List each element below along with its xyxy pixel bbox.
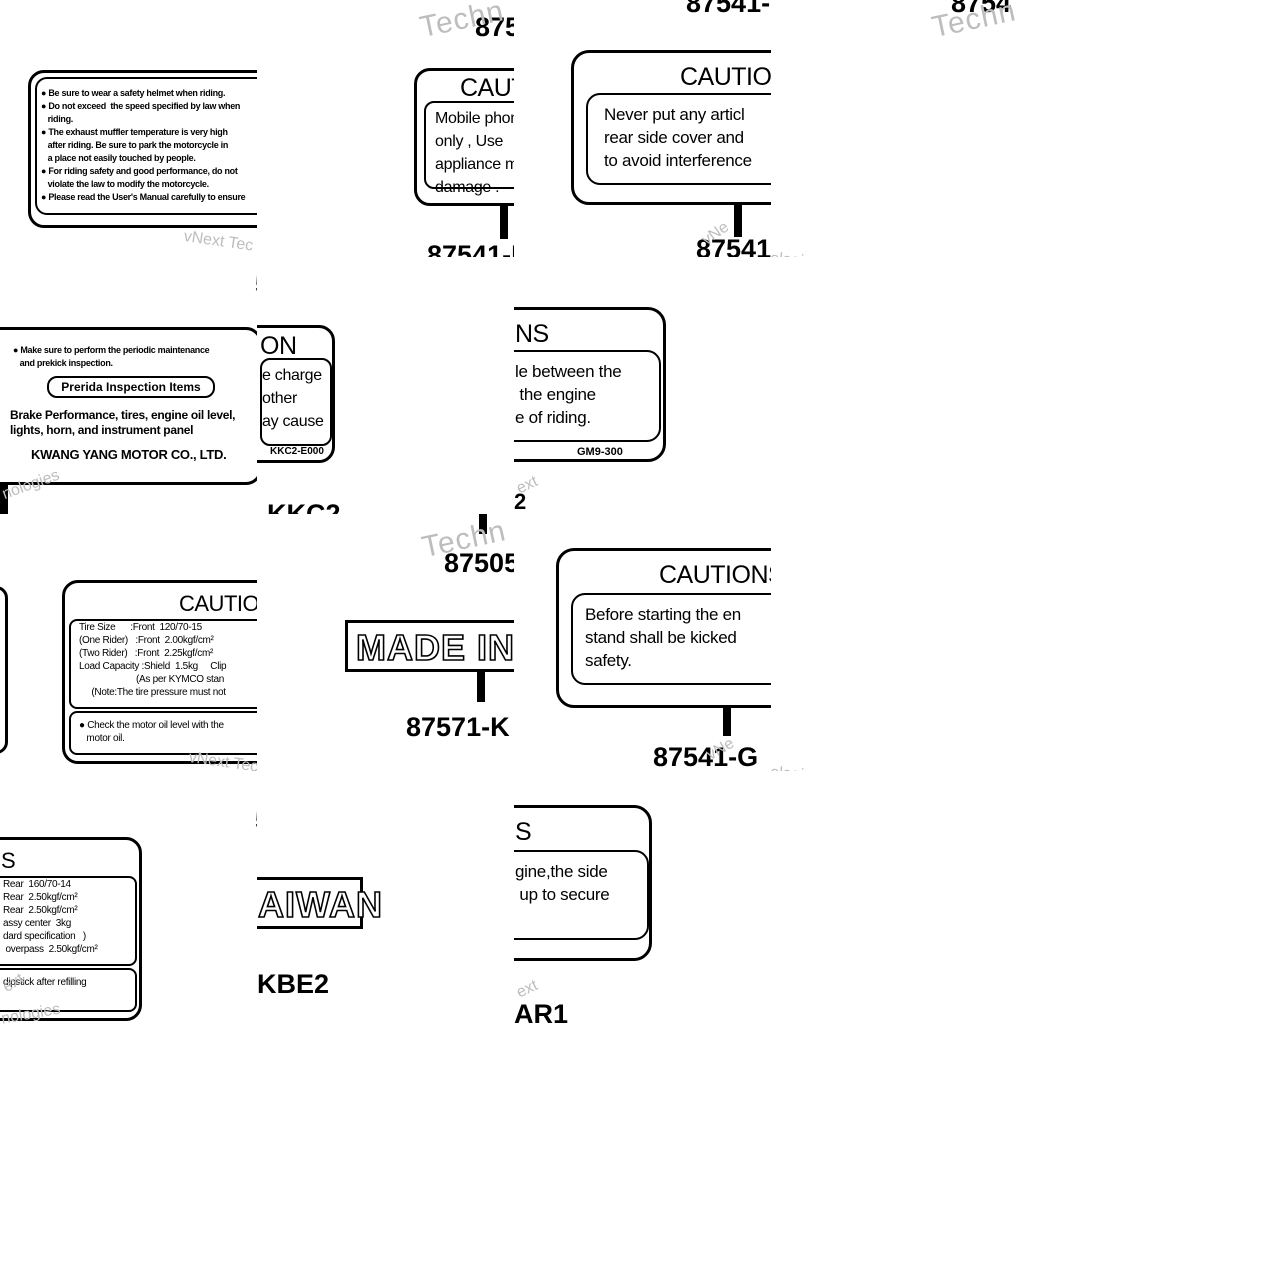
tile-made-in-label-part: AIWAN KBE2 bbox=[257, 771, 514, 1028]
tile-inspection-label: ● Make sure to perform the periodic main… bbox=[0, 257, 257, 514]
mobile-phone-label-inner bbox=[424, 101, 514, 189]
side-stand-label-inner bbox=[571, 593, 771, 685]
rear-side-label-title: NS bbox=[515, 320, 549, 348]
tile-side-stand-label-part: S gine,the side up to secure AR1 ext bbox=[514, 771, 771, 1028]
tire-spec-box bbox=[69, 619, 257, 709]
part-number-label: 87541-G bbox=[653, 742, 759, 771]
watermark-text: vNext Tec bbox=[182, 228, 255, 255]
rear-side-label-frame: NS le between the the engine e of riding… bbox=[514, 307, 666, 462]
part-number-label: 560 bbox=[255, 269, 257, 300]
inspection-label-frame: ● Make sure to perform the periodic main… bbox=[0, 327, 257, 485]
mobile-phone-label-text: Mobile phon only , Use appliance m damag… bbox=[435, 110, 514, 196]
tire-spec-rows: Tire Size :Front 120/70-15 (One Rider) :… bbox=[79, 622, 227, 698]
side-stand-label-text: gine,the side up to secure bbox=[515, 862, 610, 904]
tile-blank: ologies bbox=[771, 514, 1028, 771]
part-number-label: 87505 bbox=[444, 548, 514, 578]
side-stand-label-title: CAUTIONS bbox=[659, 561, 771, 589]
safety-label-text: ● Be sure to wear a safety helmet when r… bbox=[41, 88, 246, 202]
inspection-items-pill: Prerida Inspection Items bbox=[47, 376, 215, 398]
made-in-taiwan-plate: MADE IN T bbox=[345, 620, 514, 672]
tile-made-in-label: MADE IN T 87505 87571-K Techn bbox=[257, 514, 514, 771]
label-code: GM9-300 bbox=[577, 446, 623, 458]
part-number-label: 5 bbox=[255, 805, 257, 836]
tile-rear-side-label: CAUTION Never put any articl rear side c… bbox=[514, 0, 771, 257]
oil-check-text: ● Check the motor oil level with the mot… bbox=[79, 720, 224, 744]
tile-blank: Techno bbox=[771, 257, 1028, 514]
part-pointer bbox=[477, 672, 485, 702]
part-pointer bbox=[723, 706, 731, 736]
part-number-label: 2 bbox=[514, 489, 527, 514]
inspection-label-items: Brake Performance, tires, engine oil lev… bbox=[10, 408, 236, 437]
watermark-text: ologies bbox=[771, 764, 822, 771]
safety-label-frame: ● Be sure to wear a safety helmet when r… bbox=[28, 70, 257, 228]
tire-spec-box bbox=[0, 876, 137, 966]
safety-label-inner bbox=[35, 77, 257, 215]
manufacturer-name: KWANG YANG MOTOR CO., LTD. bbox=[31, 447, 227, 462]
label-code: KKC2-E000 bbox=[270, 446, 324, 457]
side-stand-label-frame: S gine,the side up to secure bbox=[514, 805, 652, 961]
side-stand-label-text: Before starting the en stand shall be ki… bbox=[585, 605, 741, 670]
part-number-label: 87541- bbox=[696, 234, 771, 257]
tile-safety-label: ● Be sure to wear a safety helmet when r… bbox=[0, 0, 257, 257]
tire-label-title: CAUTIONS bbox=[179, 591, 257, 616]
part-number-label: KKC2 bbox=[267, 499, 341, 514]
part-pointer bbox=[500, 205, 508, 239]
rear-side-label-text: le between the the engine e of riding. bbox=[515, 362, 622, 427]
tire-label-frame: S Rear 160/70-14 Rear 2.50kgf/cm² Rear 2… bbox=[0, 837, 142, 1021]
part-pointer bbox=[0, 485, 8, 514]
inspection-label-edge bbox=[0, 586, 8, 754]
side-stand-label-title: S bbox=[515, 818, 532, 846]
part-pointer bbox=[479, 514, 487, 534]
mobile-phone-label-frame: CAUTI Mobile phon only , Use appliance m… bbox=[414, 68, 514, 206]
mobile-phone-label-title: CAUTI bbox=[460, 74, 514, 102]
rear-side-label-text: Never put any articl rear side cover and… bbox=[604, 105, 752, 170]
made-in-taiwan-plate: AIWAN bbox=[257, 877, 383, 929]
oil-check-box bbox=[0, 968, 137, 1012]
side-stand-label-inner bbox=[514, 850, 649, 940]
tire-label-frame: CAUTIONS Tire Size :Front 120/70-15 (One… bbox=[62, 580, 257, 764]
made-in-text: MADE IN T bbox=[355, 626, 514, 669]
part-number-label: 87541-KKC2 bbox=[427, 240, 514, 257]
mobile-phone-label-frame: ON e charge other ay cause KKC2-E000 bbox=[257, 325, 335, 463]
rear-side-label-frame: CAUTION Never put any articl rear side c… bbox=[571, 50, 771, 205]
tile-mobile-phone-label-part: ON e charge other ay cause KKC2-E000 KKC… bbox=[257, 257, 514, 514]
part-pointer bbox=[734, 205, 742, 237]
made-in-text: AIWAN bbox=[257, 883, 383, 926]
oil-check-text: dipstick after refilling bbox=[3, 977, 87, 988]
inspection-label-text: ● Make sure to perform the periodic main… bbox=[13, 345, 210, 368]
side-stand-label-frame: CAUTIONS Before starting the en stand sh… bbox=[556, 548, 771, 708]
oil-check-box bbox=[69, 711, 257, 755]
tile-rear-side-label-part: NS le between the the engine e of riding… bbox=[514, 257, 771, 514]
watermark-text: Techno bbox=[936, 506, 1028, 514]
tile-side-stand-label: CAUTIONS Before starting the en stand sh… bbox=[514, 514, 771, 771]
tile-tire-label: CAUTIONS Tire Size :Front 120/70-15 (One… bbox=[0, 514, 257, 771]
mobile-phone-label-title: ON bbox=[260, 332, 297, 360]
rear-side-label-title: CAUTION bbox=[680, 63, 771, 91]
tile-mobile-phone-label: CAUTI Mobile phon only , Use appliance m… bbox=[257, 0, 514, 257]
part-number-label: 8754 bbox=[951, 0, 1012, 18]
mobile-phone-label-inner bbox=[260, 358, 332, 446]
part-number-label: 875 bbox=[475, 12, 514, 42]
part-number-label: 87571-K bbox=[406, 712, 510, 742]
rear-side-label-inner bbox=[586, 93, 771, 185]
tire-label-title: S bbox=[1, 848, 16, 873]
tile-blank bbox=[771, 771, 1028, 1028]
part-number-label: AR1 bbox=[514, 999, 569, 1028]
tile-tire-label-part: S Rear 160/70-14 Rear 2.50kgf/cm² Rear 2… bbox=[0, 771, 257, 1028]
tile-blank-top: 8754 Techn ologies bbox=[771, 0, 1028, 257]
watermark-text: ologies bbox=[771, 250, 822, 257]
mobile-phone-label-text: e charge other ay cause bbox=[262, 367, 324, 430]
part-number-label: 87541- bbox=[686, 0, 771, 18]
tire-spec-rows: Rear 160/70-14 Rear 2.50kgf/cm² Rear 2.5… bbox=[3, 879, 98, 955]
rear-side-label-inner bbox=[514, 350, 661, 442]
part-number-label: KBE2 bbox=[257, 969, 330, 999]
